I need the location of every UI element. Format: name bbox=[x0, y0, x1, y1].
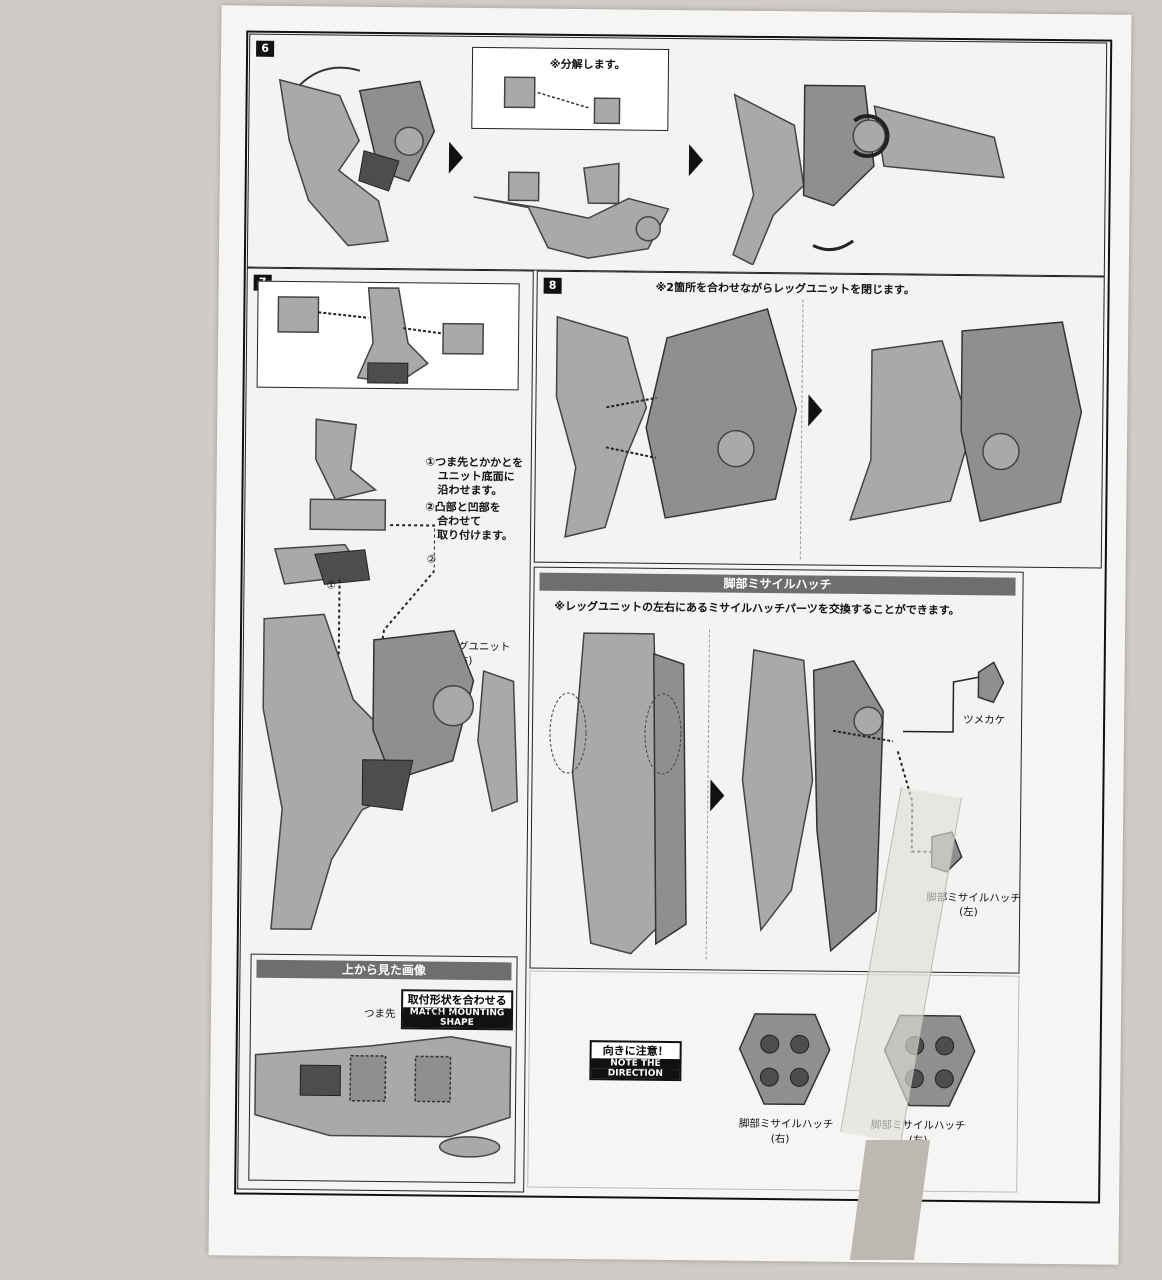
tab-notch-label: ツメカケ bbox=[963, 714, 1006, 727]
step7-marker-2: ② bbox=[426, 553, 437, 566]
missile-hatch-note: ※レッグユニットの左右にあるミサイルハッチパーツを交換することができます。 bbox=[554, 599, 960, 618]
right-hatch-label-side: (右) bbox=[770, 1133, 790, 1146]
match-shape-jp: 取付形状を合わせる bbox=[407, 993, 507, 1008]
step7-instruction-6: 取り付けます。 bbox=[436, 528, 514, 543]
right-hatch-label: 脚部ミサイルハッチ bbox=[738, 1117, 834, 1131]
top-view-illustration bbox=[254, 1035, 512, 1158]
step7-panel: 7 ①つま先とかかとを ユニット底面に 沿わせます。 ②凸部と凹部を 合わせて … bbox=[237, 267, 534, 1193]
step8-number: 8 bbox=[543, 277, 562, 294]
match-shape-badge: 取付形状を合わせる MATCH MOUNTING SHAPE bbox=[400, 989, 514, 1031]
top-view-panel: 上から見た画像 取付形状を合わせる MATCH MOUNTING SHAPE つ… bbox=[248, 953, 518, 1184]
step6-illustration-b bbox=[473, 76, 670, 259]
step7-foot-illustration bbox=[273, 418, 387, 585]
hatch-leg-front-illustration bbox=[549, 632, 687, 955]
step8-panel: 8 ※2箇所を合わせながらレッグユニットを閉じます。 bbox=[533, 270, 1105, 569]
step6-arrow-2 bbox=[688, 144, 704, 177]
note-direction-en-2: DIRECTION bbox=[591, 1068, 680, 1080]
match-shape-en: MATCH MOUNTING SHAPE bbox=[402, 1007, 512, 1029]
note-direction-jp: 向きに注意！ bbox=[602, 1044, 669, 1059]
step7-detail-illustration bbox=[277, 287, 485, 384]
step6-arrow-1 bbox=[448, 141, 464, 174]
hatch-part-right-illustration bbox=[738, 1013, 831, 1106]
hatch-arrow bbox=[710, 779, 725, 812]
missile-hatch-panel: 脚部ミサイルハッチ ※レッグユニットの左右にあるミサイルハッチパーツを交換するこ… bbox=[529, 566, 1024, 974]
step8-note: ※2箇所を合わせながらレッグユニットを閉じます。 bbox=[655, 280, 915, 297]
step8-illustration-a bbox=[555, 308, 798, 538]
step6-illustration-a bbox=[278, 66, 436, 247]
hatch-leg-side-illustration bbox=[741, 648, 894, 953]
step8-arrow bbox=[808, 394, 823, 427]
missile-hatch-title: 脚部ミサイルハッチ bbox=[539, 572, 1016, 596]
step7-instruction-3: 沿わせます。 bbox=[437, 483, 503, 498]
leg-unit-illustration bbox=[262, 613, 519, 931]
top-view-title: 上から見た画像 bbox=[256, 959, 512, 981]
step6-panel: 6 ※分解します。 bbox=[246, 33, 1108, 277]
direction-panel: 向きに注意！ NOTE THE DIRECTION 脚部ミサイルハッチ (右) … bbox=[527, 970, 1020, 1193]
left-part-label-side: (左) bbox=[959, 906, 978, 919]
toe-label: つま先 bbox=[363, 1007, 396, 1021]
heel-label: かかと bbox=[422, 1008, 455, 1021]
step7-marker-1: ① bbox=[326, 579, 336, 592]
instruction-sheet: 6 ※分解します。 7 bbox=[208, 5, 1132, 1265]
step8-illustration-b bbox=[849, 321, 1083, 523]
step6-illustration-c bbox=[732, 84, 1005, 266]
note-direction-badge: 向きに注意！ NOTE THE DIRECTION bbox=[589, 1040, 682, 1082]
step7-detail-box bbox=[256, 280, 520, 391]
